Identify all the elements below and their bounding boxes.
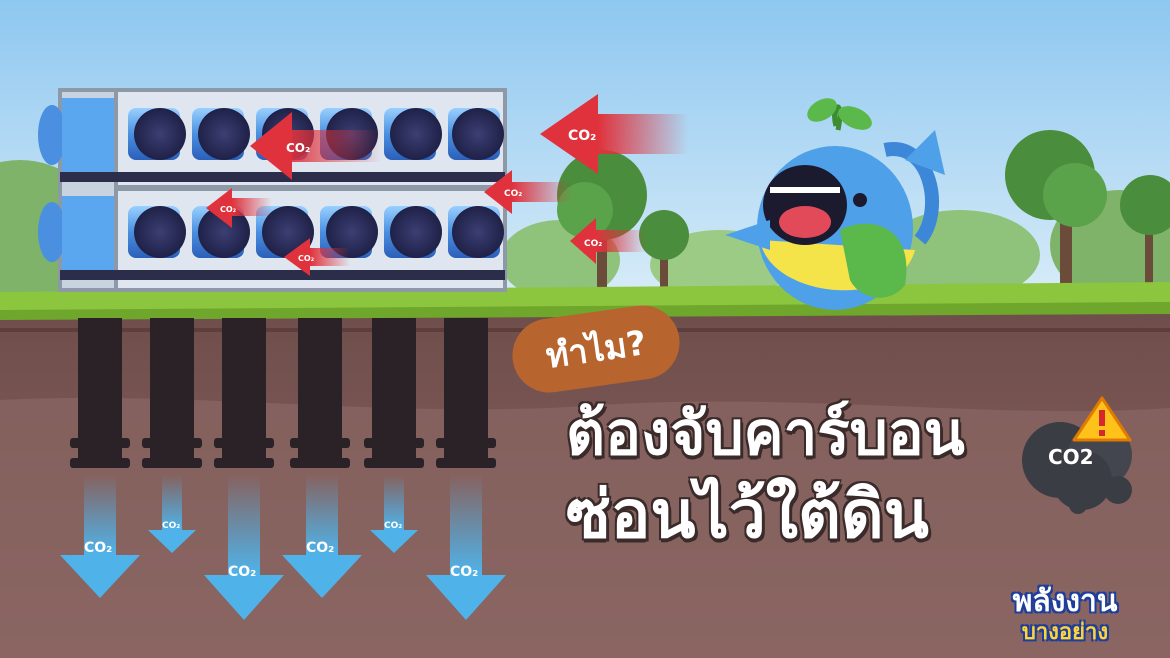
cloud-co2-label: CO2 xyxy=(1048,445,1094,469)
tree-icon xyxy=(1120,175,1170,290)
co2-intake-arrows xyxy=(206,94,688,276)
co2-label: CO₂ xyxy=(162,521,180,531)
co2-label: CO₂ xyxy=(306,540,334,556)
fan-unit-icon xyxy=(320,206,378,258)
fan-unit-icon xyxy=(448,108,504,160)
co2-down-arrow xyxy=(204,475,284,620)
co2-label: CO₂ xyxy=(220,205,237,214)
co2-intake-arrow xyxy=(284,238,350,276)
pipe-icon xyxy=(364,318,424,468)
fan-unit-icon xyxy=(128,108,186,160)
pipe-icon xyxy=(290,318,350,468)
fan-unit-icon xyxy=(192,108,250,160)
pipe-icon xyxy=(70,318,130,468)
whale-mascot-icon xyxy=(725,98,945,310)
co2-down-arrows xyxy=(60,475,506,620)
co2-intake-arrow xyxy=(540,94,688,174)
headline-line-2: ซ่อนไว้ใต้ดิน xyxy=(566,476,929,553)
co2-label: CO₂ xyxy=(228,564,256,580)
pipe-icon xyxy=(214,318,274,468)
co2-label: CO₂ xyxy=(298,254,315,263)
pipe-icon xyxy=(436,318,496,468)
headline-line-1: ต้องจับคาร์บอน xyxy=(566,399,965,469)
co2-intake-arrow xyxy=(570,218,646,264)
fan-unit-icon xyxy=(384,108,442,160)
co2-label: CO₂ xyxy=(450,564,478,580)
co2-label: CO₂ xyxy=(384,521,402,531)
tree-icon xyxy=(1005,130,1107,290)
logo-line-2: บางอย่าง xyxy=(1021,620,1109,645)
fan-unit-icon xyxy=(448,206,504,258)
co2-down-arrow xyxy=(60,475,140,598)
warning-icon xyxy=(1072,396,1132,442)
co2-down-arrow xyxy=(148,475,196,553)
co2-label: CO₂ xyxy=(504,189,522,199)
co2-down-arrow xyxy=(370,475,418,553)
pipe-icon xyxy=(142,318,202,468)
tree-icon xyxy=(639,210,689,290)
co2-labels: CO₂ CO₂ CO₂ CO₂ CO₂ CO₂ CO₂ CO₂ CO₂ CO₂ … xyxy=(84,128,1094,580)
pipes xyxy=(70,318,496,468)
co2-label: CO₂ xyxy=(568,128,596,144)
co2-intake-arrow xyxy=(484,170,572,214)
brand-logo: พลังงาน บางอย่าง xyxy=(990,578,1140,648)
co2-label: CO₂ xyxy=(286,141,310,155)
co2-down-arrow xyxy=(282,475,362,598)
logo-line-1: พลังงาน xyxy=(1012,584,1118,619)
why-question: ทำไม? xyxy=(543,323,649,377)
fan-unit-icon xyxy=(256,206,314,258)
co2-label: CO₂ xyxy=(584,239,602,249)
co2-intake-arrow xyxy=(250,112,382,180)
co2-down-arrow xyxy=(426,475,506,620)
co2-label: CO₂ xyxy=(84,540,112,556)
fan-unit-icon xyxy=(384,206,442,258)
co2-intake-arrow xyxy=(206,188,272,228)
fan-unit-icon xyxy=(128,206,186,258)
